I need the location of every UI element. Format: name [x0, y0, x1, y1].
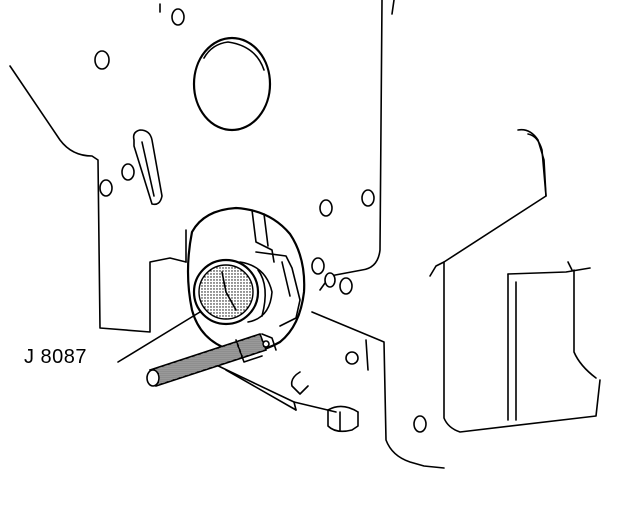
bolt-holes: [94, 8, 427, 433]
dial-indicator-tool: [146, 206, 306, 387]
block-boss: [132, 129, 163, 206]
block-side-wall: [429, 128, 601, 433]
lower-flange: [209, 311, 445, 469]
drain-plug: [327, 405, 359, 433]
engine-block-outline: [9, 0, 395, 333]
cam-bore: [192, 36, 272, 132]
tool-callout-label: J 8087: [24, 346, 88, 368]
callout-leader-line: [117, 311, 201, 363]
